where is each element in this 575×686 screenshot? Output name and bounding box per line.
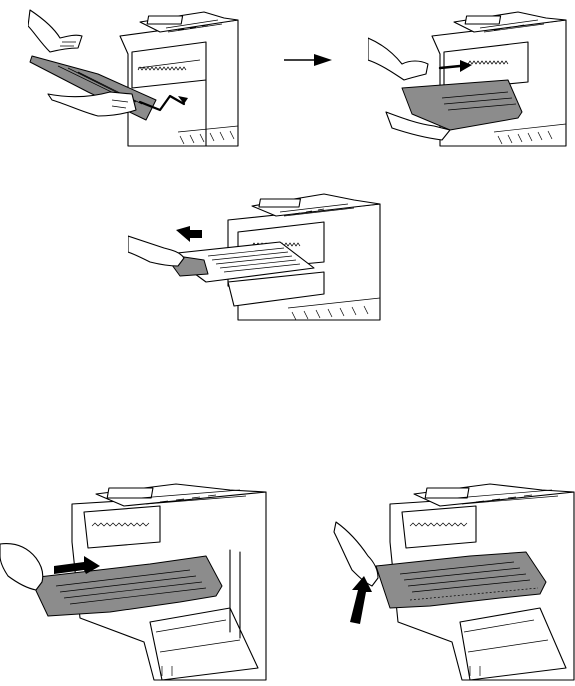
hand-left <box>28 10 82 52</box>
insert-tray-illustration <box>28 8 240 148</box>
push-tray-illustration <box>368 8 568 148</box>
hand-top <box>368 38 428 80</box>
hand-right <box>48 92 136 116</box>
hand <box>0 544 43 590</box>
extend-tray-illustration <box>128 190 384 322</box>
lift-tray-illustration <box>320 482 575 682</box>
hand <box>128 236 184 266</box>
hand <box>334 522 378 586</box>
slide-tray-illustration <box>0 482 268 682</box>
next-step-arrow-icon <box>282 52 334 68</box>
pull-arrow-icon <box>176 226 202 242</box>
fax-machine-body <box>120 12 238 146</box>
